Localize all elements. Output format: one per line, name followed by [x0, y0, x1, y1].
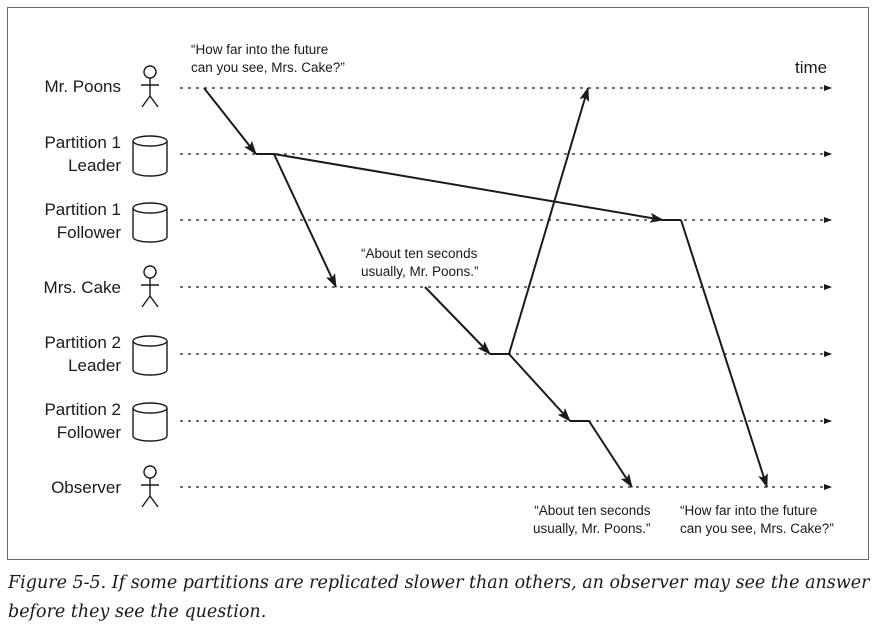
- person-icon: [141, 465, 159, 508]
- label-line: Leader: [68, 356, 121, 375]
- label-observer: Observer: [3, 476, 121, 499]
- arrow-p1-leader-to-mrs-cake: [273, 153, 337, 288]
- quote-line: “How far into the future: [680, 503, 818, 518]
- arrow-p1-follower-to-observer: [680, 219, 768, 488]
- figure-caption: Figure 5-5. If some partitions are repli…: [8, 573, 870, 622]
- label-line: Leader: [68, 156, 121, 175]
- person-icon: [141, 265, 159, 308]
- person-icon: [141, 65, 159, 108]
- quote-answer-bottom: “About ten seconds usually, Mr. Poons.”: [533, 502, 651, 538]
- label-partition-2-leader: Partition 2 Leader: [3, 331, 121, 377]
- label-line: Observer: [51, 478, 121, 497]
- arrow-p2-leader-to-follower: [508, 353, 571, 422]
- database-icon: [132, 402, 168, 442]
- label-line: Mrs. Cake: [43, 278, 121, 297]
- quote-question-top: “How far into the future can you see, Mr…: [191, 41, 345, 77]
- time-axis-label: time: [795, 58, 828, 77]
- label-line: Partition 1: [44, 200, 121, 219]
- label-line: Follower: [56, 423, 121, 442]
- timelines: [180, 85, 832, 490]
- quote-line: “About ten seconds: [534, 503, 651, 518]
- label-line: Mr. Poons: [44, 77, 121, 96]
- arrow-answer-to-p2-leader: [424, 286, 491, 355]
- label-line: Partition 2: [44, 400, 121, 419]
- label-partition-1-follower: Partition 1 Follower: [3, 198, 121, 244]
- database-icon: [132, 202, 168, 243]
- arrow-p2-leader-to-mr-poons: [508, 87, 590, 355]
- database-icon: [132, 335, 168, 376]
- quote-line: usually, Mr. Poons.”: [533, 521, 651, 536]
- label-partition-2-follower: Partition 2 Follower: [3, 398, 121, 444]
- quote-answer-mid: “About ten seconds usually, Mr. Poons.”: [361, 245, 479, 281]
- quote-line: “About ten seconds: [361, 246, 478, 261]
- label-mrs-cake: Mrs. Cake: [3, 276, 121, 299]
- quote-question-bottom: “How far into the future can you see, Mr…: [680, 502, 834, 538]
- quote-line: “How far into the future: [191, 42, 329, 57]
- quote-line: can you see, Mrs. Cake?”: [191, 60, 345, 75]
- label-line: Follower: [56, 223, 121, 242]
- label-line: Partition 2: [44, 333, 121, 352]
- quote-line: usually, Mr. Poons.”: [361, 264, 479, 279]
- quote-line: can you see, Mrs. Cake?”: [680, 521, 834, 536]
- database-icon: [132, 135, 168, 177]
- label-mr-poons: Mr. Poons: [3, 75, 121, 98]
- label-partition-1-leader: Partition 1 Leader: [3, 131, 121, 177]
- label-line: Partition 1: [44, 133, 121, 152]
- arrow-question-to-p1-leader: [203, 87, 257, 155]
- arrow-p2-follower-to-observer: [588, 420, 633, 488]
- diagram-frame: [7, 7, 869, 560]
- arrow-p1-leader-to-follower: [273, 153, 664, 223]
